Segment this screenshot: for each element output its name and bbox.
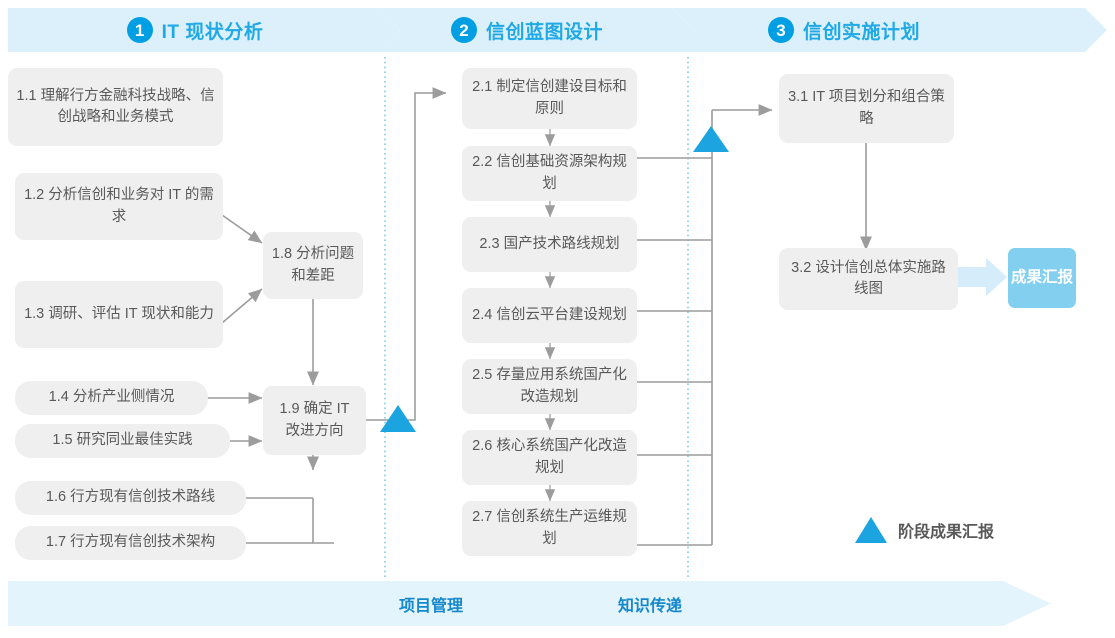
phase-2-title: 信创蓝图设计	[485, 21, 603, 43]
milestone-triangle-phase2	[693, 126, 729, 152]
task-box-1-2[interactable]: 1.2 分析信创和业务对 IT 的需求	[15, 173, 223, 240]
phase-3-number: 3	[768, 17, 794, 43]
footer-band: 项目管理 知识传递	[8, 581, 1051, 626]
task-box-1-3[interactable]: 1.3 调研、评估 IT 现状和能力	[15, 281, 223, 348]
task-box-1-5[interactable]: 1.5 研究同业最佳实践	[15, 424, 230, 458]
task-box-3-1[interactable]: 3.1 IT 项目划分和组合策略	[779, 74, 954, 143]
task-box-2-4[interactable]: 2.4 信创云平台建设规划	[462, 288, 637, 343]
phase-2-number: 2	[450, 17, 477, 43]
task-box-1-9[interactable]: 1.9 确定 IT 改进方向	[263, 386, 366, 455]
phase-header-3: 3 信创实施计划	[672, 8, 1107, 52]
task-box-2-7[interactable]: 2.7 信创系统生产运维规划	[462, 501, 637, 556]
task-box-1-7[interactable]: 1.7 行方现有信创技术架构	[15, 526, 246, 560]
task-box-2-3[interactable]: 2.3 国产技术路线规划	[462, 217, 637, 272]
milestone-triangle-phase1	[380, 405, 416, 432]
phase-header-1: 1 IT 现状分析	[8, 8, 400, 52]
phase-1-number: 1	[126, 17, 153, 43]
task-box-1-8[interactable]: 1.8 分析问题和差距	[263, 232, 363, 299]
footer-label-project-management: 项目管理	[399, 597, 464, 615]
task-box-3-2[interactable]: 3.2 设计信创总体实施路线图	[779, 248, 958, 310]
wire-1-3-to-1-8	[221, 288, 263, 324]
legend-milestone-label: 阶段成果汇报	[898, 524, 995, 541]
task-box-1-1[interactable]: 1.1 理解行方金融科技战略、信创战略和业务模式	[8, 68, 223, 146]
task-box-2-1[interactable]: 2.1 制定信创建设目标和原则	[462, 68, 637, 129]
task-box-2-6[interactable]: 2.6 核心系统国产化改造规划	[462, 430, 637, 485]
phase-header-2-shape	[378, 8, 694, 52]
wire-1-9-to-2-1	[366, 87, 447, 421]
result-badge[interactable]: 成果汇报	[1008, 248, 1076, 308]
phase-1-title: IT 现状分析	[161, 21, 264, 43]
phase-header-1-shape	[8, 8, 400, 52]
arrow-to-result-badge	[958, 258, 1007, 296]
task-box-2-2[interactable]: 2.2 信创基础资源架构规划	[462, 146, 637, 201]
task-box-2-5[interactable]: 2.5 存量应用系统国产化改造规划	[462, 359, 637, 414]
footer-band-shape	[8, 581, 1051, 626]
phase-header-3-shape	[672, 8, 1107, 52]
phase-3-title: 信创实施计划	[803, 21, 921, 43]
wire-1-2-to-1-8	[221, 214, 263, 244]
task-box-1-6[interactable]: 1.6 行方现有信创技术路线	[15, 481, 246, 515]
task-box-1-4[interactable]: 1.4 分析产业侧情况	[15, 381, 208, 415]
footer-label-knowledge-transfer: 知识传递	[618, 597, 683, 615]
phase-header-2: 2 信创蓝图设计	[378, 8, 694, 52]
legend-milestone: 阶段成果汇报	[855, 517, 994, 543]
triangle-up-icon	[855, 517, 887, 543]
